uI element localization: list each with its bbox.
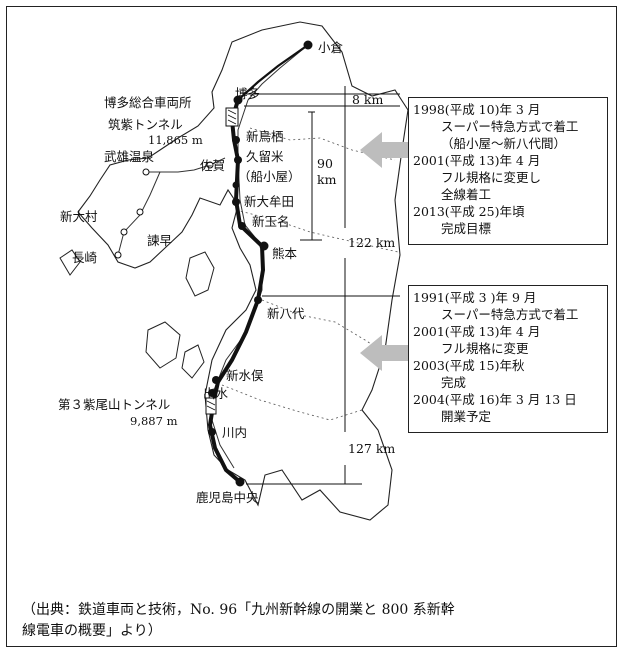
label-distance-90: 90 — [317, 156, 333, 171]
station-shinomuta-marker — [232, 198, 240, 206]
shibiosan-tunnel-hatch — [206, 400, 216, 411]
island-amakusa — [145, 321, 181, 369]
town-isahaya-marker — [136, 208, 144, 216]
label-shibiosan-length: 9,887 m — [130, 414, 178, 428]
station-kokura-marker — [303, 40, 313, 50]
label-shinomura: 新大村 — [60, 209, 98, 224]
info-north-line-5: フル規格に変更し — [441, 170, 542, 185]
town-nagasaki-marker — [114, 251, 122, 259]
station-markers — [208, 40, 313, 487]
island-west — [59, 249, 81, 276]
info-north-line-3: （船小屋～新八代間） — [441, 136, 567, 151]
source-line-1: （出典：鉄道車両と技術，No. 96「九州新幹線の開業と 800 系新幹 — [22, 602, 455, 618]
station-shinyatsushiro-marker — [254, 296, 262, 304]
shinkansen-route-kokura-hakata — [237, 44, 309, 101]
label-kokura: 小倉 — [318, 40, 344, 55]
label-takeo: 武雄温泉 — [104, 149, 155, 164]
info-south-line-2: スーパー特急方式で着工 — [441, 307, 579, 322]
label-chikushi-length: 11,865 m — [148, 133, 203, 147]
source-line-2: 線電車の概要」より） — [22, 623, 162, 639]
label-distance-8km: 8 km — [352, 92, 384, 107]
info-south-line-5: 2003(平成 15)年秋 — [413, 358, 525, 373]
station-izumi-marker — [208, 389, 216, 397]
info-box-north: 1998(平成 10)年 3 月 スーパー特急方式で着工 （船小屋～新八代間） … — [408, 97, 608, 245]
figure-frame — [6, 6, 617, 647]
info-south-line-4: フル規格に変更 — [441, 341, 529, 356]
label-shinminamata: 新水俣 — [226, 368, 264, 383]
station-kumamoto-marker — [259, 241, 269, 251]
info-north-line-8: 完成目標 — [441, 221, 492, 236]
station-sendai-marker — [208, 428, 216, 436]
town-markers — [114, 161, 214, 259]
station-shintamana-marker — [238, 222, 246, 230]
info-south-line-7: 2004(平成 16)年 3 月 13 日 — [413, 392, 577, 407]
info-north-line-6: 全線着工 — [441, 187, 492, 202]
kyushu-coastline — [77, 21, 409, 521]
label-hakata: 博多 — [235, 86, 260, 101]
label-shibiosan-tunnel: 第３紫尾山トンネル — [58, 397, 170, 412]
town-shinomura-marker — [120, 228, 128, 236]
town-takeo-marker — [142, 168, 150, 176]
label-distance-90-unit: km — [317, 172, 337, 187]
label-saga: 佐賀 — [200, 158, 225, 173]
label-isahaya: 諫早 — [147, 233, 172, 248]
arrow-north — [360, 132, 410, 168]
label-nagasaki: 長崎 — [72, 250, 98, 265]
label-kumamoto: 熊本 — [272, 246, 298, 261]
label-distance-127km: 127 km — [348, 441, 395, 456]
label-shinomuta: 新大牟田 — [244, 194, 294, 209]
label-kurume: 久留米 — [246, 149, 284, 164]
label-sendai: 川内 — [222, 425, 247, 440]
info-south-line-1: 1991(平成 3 )年 9 月 — [413, 290, 537, 305]
label-kagoshimachuo: 鹿児島中央 — [196, 490, 259, 505]
label-chikushi-tunnel: 筑紫トンネル — [108, 117, 183, 132]
label-funagoya: （船小屋） — [238, 169, 301, 184]
info-north-line-2: スーパー特急方式で着工 — [441, 119, 579, 134]
info-box-south: 1991(平成 3 )年 9 月 スーパー特急方式で着工 2001(平成 13)… — [408, 285, 608, 433]
island-ariake — [185, 251, 215, 297]
info-north-line-1: 1998(平成 10)年 3 月 — [413, 102, 541, 117]
label-shinyatsushiro: 新八代 — [267, 306, 305, 321]
info-north-line-7: 2013(平成 25)年頃 — [413, 204, 525, 219]
chikushi-tunnel-hatch — [227, 109, 237, 125]
label-distance-122km: 122 km — [348, 235, 395, 250]
station-shinminamata-marker — [212, 376, 220, 384]
station-shintosu-marker — [232, 136, 240, 144]
island-amakusa-2 — [181, 344, 205, 379]
info-south-line-6: 完成 — [441, 375, 467, 390]
label-shintosu: 新鳥栖 — [246, 129, 284, 144]
label-hakata-depot: 博多総合車両所 — [104, 95, 192, 110]
label-izumi: 出水 — [203, 386, 229, 401]
station-funagoya-marker — [232, 181, 240, 189]
shibiosan-tunnel-mark — [205, 397, 217, 415]
label-shintamana: 新玉名 — [252, 214, 290, 229]
arrow-south — [360, 335, 410, 371]
station-hakata-marker — [233, 95, 243, 105]
prefecture-border-2 — [235, 209, 399, 253]
info-north-line-4: 2001(平成 13)年 4 月 — [413, 153, 541, 168]
info-south-line-3: 2001(平成 13)年 4 月 — [413, 324, 541, 339]
info-south-line-8: 開業予定 — [441, 409, 492, 424]
town-saga-marker — [206, 161, 214, 169]
station-kagoshimachuo-marker — [235, 477, 245, 487]
prefecture-border-4 — [221, 384, 363, 421]
source-caption: （出典：鉄道車両と技術，No. 96「九州新幹線の開業と 800 系新幹 線電車… — [22, 600, 455, 642]
distance-brackets — [244, 86, 400, 485]
station-kurume-marker — [234, 156, 242, 164]
